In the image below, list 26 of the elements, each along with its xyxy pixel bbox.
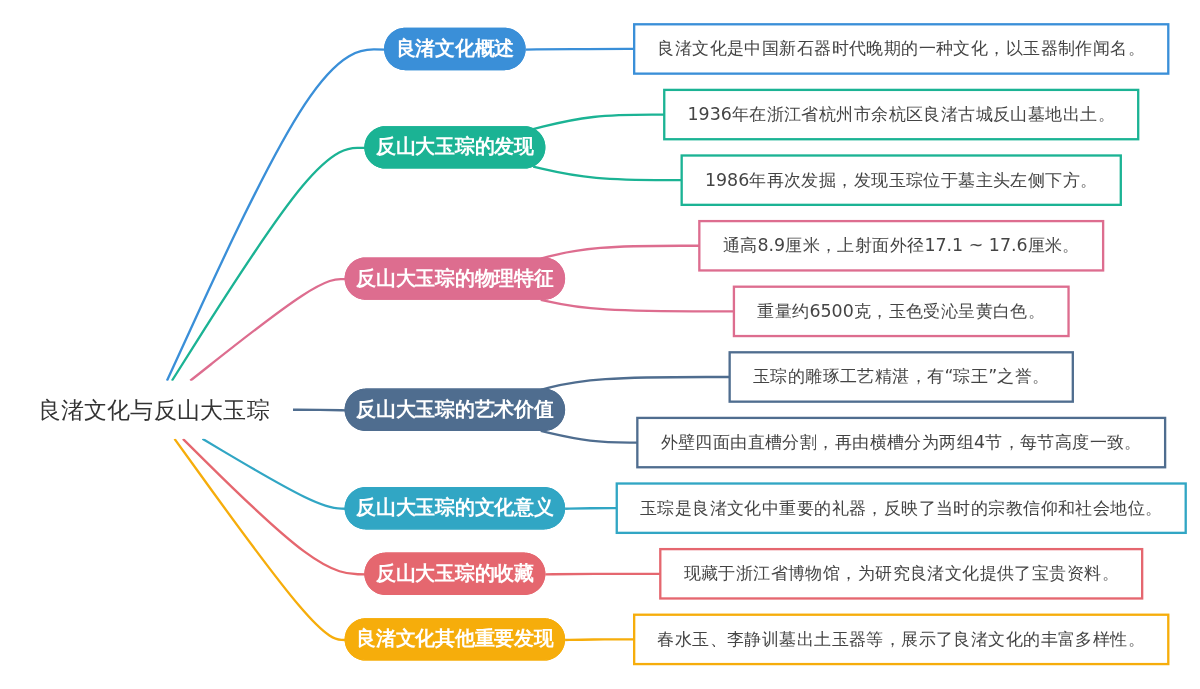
connector [182,438,366,576]
connector [525,48,635,51]
connector [170,147,366,382]
connector [532,113,665,131]
connector [540,298,734,313]
connector [292,408,346,412]
node-box: 1986年再次发掘，发现玉琮位于墓主头左侧下方。 [680,154,1122,207]
connector [540,430,638,445]
connector [201,438,346,511]
node-box: 重量约6500克，玉色受沁呈黄白色。 [732,285,1070,338]
connector [532,165,682,182]
node-box: 良渚文化是中国新石器时代晚期的一种文化，以玉器制作闻名。 [633,23,1170,76]
connector [565,638,635,642]
node-box: 通高8.9厘米，上射面外径17.1 ~ 17.6厘米。 [698,220,1105,272]
connector [173,438,346,642]
node-box: 春水玉、李静训墓出土玉器等，展示了良渚文化的丰富多样性。 [633,613,1170,666]
connector [189,278,346,382]
connector [540,376,730,392]
node-box: 现藏于浙江省博物馆，为研究良渚文化提供了宝贵资料。 [659,548,1144,600]
connector [545,572,661,576]
node-box: 1936年在浙江省杭州市余杭区良渚古城反山墓地出土。 [663,89,1140,141]
node-box: 玉琮的雕琢工艺精湛，有“琮王”之誉。 [728,351,1074,404]
connector [565,507,617,511]
node-box: 玉琮是良渚文化中重要的礼器，反映了当时的宗教信仰和社会地位。 [615,482,1187,535]
node-box: 外壁四面由直槽分割，再由横槽分为两组4节，每节高度一致。 [636,417,1167,469]
node-text: 良渚文化与反山大玉琮 [37,396,270,425]
